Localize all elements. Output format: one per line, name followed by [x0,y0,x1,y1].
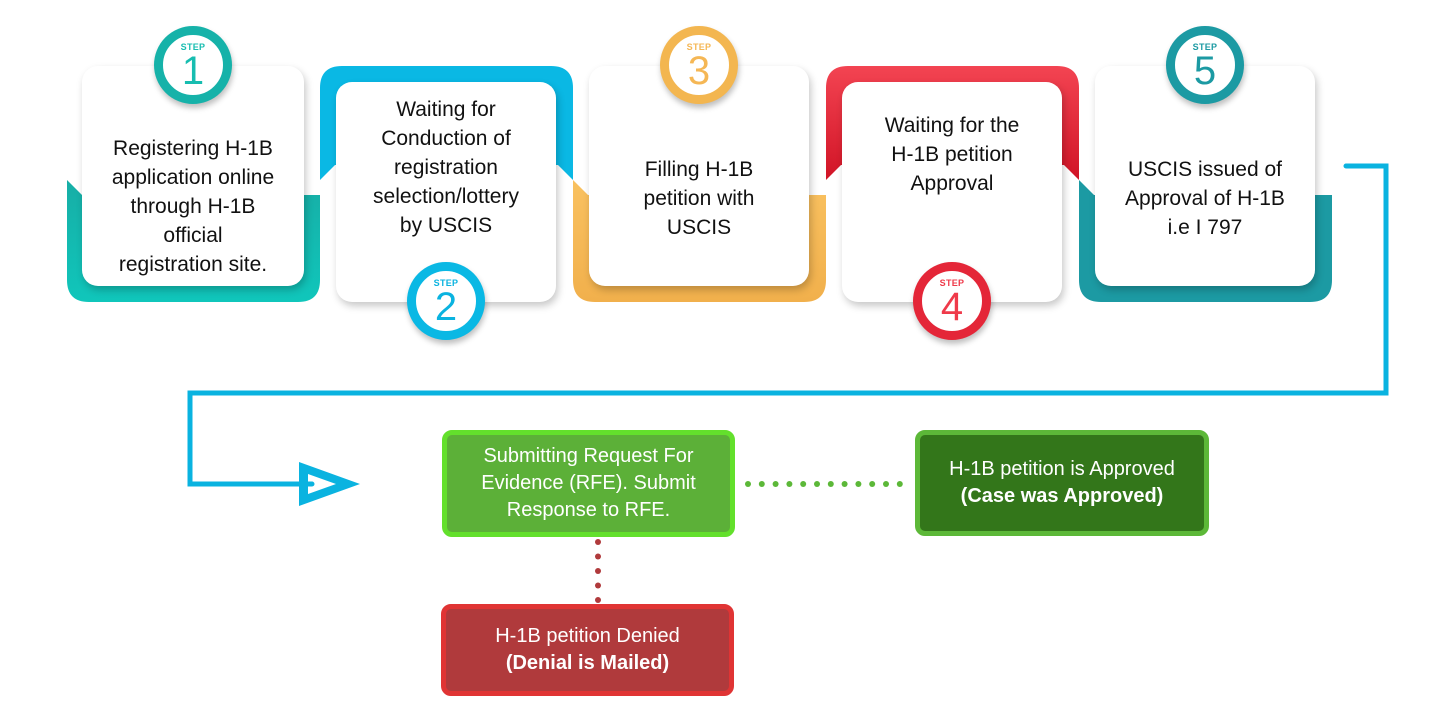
step-3-text: Filling H-1B petition with USCIS [643,158,755,239]
rfe-line-3: Response to RFE. [506,499,671,521]
step-5-badge: STEP 5 [1166,26,1244,104]
red-dot [595,582,601,589]
green-dot [827,481,834,487]
rfe-line-2: Evidence (RFE). Submit [481,472,696,494]
green-dot [800,481,807,487]
step-3-number: 3 [687,49,711,93]
approved-line-2: (Case was Approved) [960,485,1164,507]
green-dot [772,481,779,487]
step-2-number: 2 [434,285,458,329]
green-dotted-connector [745,481,903,487]
step-1-text: Registering H-1B application online thro… [111,136,275,276]
green-dot [883,481,889,487]
step-1-badge: STEP 1 [154,26,232,104]
red-dot [595,597,601,603]
step-3-label: STEP [686,42,712,52]
step-2-text: Waiting for Conduction of registration s… [373,97,519,237]
green-dot [896,481,903,487]
flow-connector-line [187,163,1389,487]
green-dot [841,481,848,487]
step-5-number: 5 [1193,49,1217,93]
step-4-badge: STEP 4 [913,262,991,340]
red-dotted-connector [595,539,601,603]
red-dot [595,539,601,545]
step-3-badge: STEP 3 [660,26,738,104]
step-2-badge: STEP 2 [407,262,485,340]
rfe-line-1: Submitting Request For [483,445,694,467]
red-dot [595,553,601,560]
step-1-number: 1 [181,49,205,93]
step-5-text: USCIS issued of Approval of H-1B i.e I 7… [1125,158,1285,239]
step-4-label: STEP [939,278,965,288]
step-2-label: STEP [433,278,459,288]
step-4-text: Waiting for the H-1B petition Approval [884,113,1020,195]
green-dot [758,481,765,487]
green-dot [786,481,793,487]
approved-box: H-1B petition is Approved (Case was Appr… [915,430,1209,536]
red-dot [595,568,601,574]
step-4-number: 4 [940,285,964,329]
green-dot [814,481,820,487]
rfe-box: Submitting Request For Evidence (RFE). S… [442,430,735,537]
step-5-label: STEP [1192,42,1218,52]
green-dot [855,481,862,487]
approved-line-1: H-1B petition is Approved [949,458,1175,480]
denied-line-1: H-1B petition Denied [495,625,680,647]
step-1-label: STEP [180,42,206,52]
arrow-right-icon [299,462,360,506]
green-dot [869,481,876,487]
denied-line-2: (Denial is Mailed) [505,652,670,674]
green-dot [745,481,751,487]
denied-box: H-1B petition Denied (Denial is Mailed) [441,604,734,696]
